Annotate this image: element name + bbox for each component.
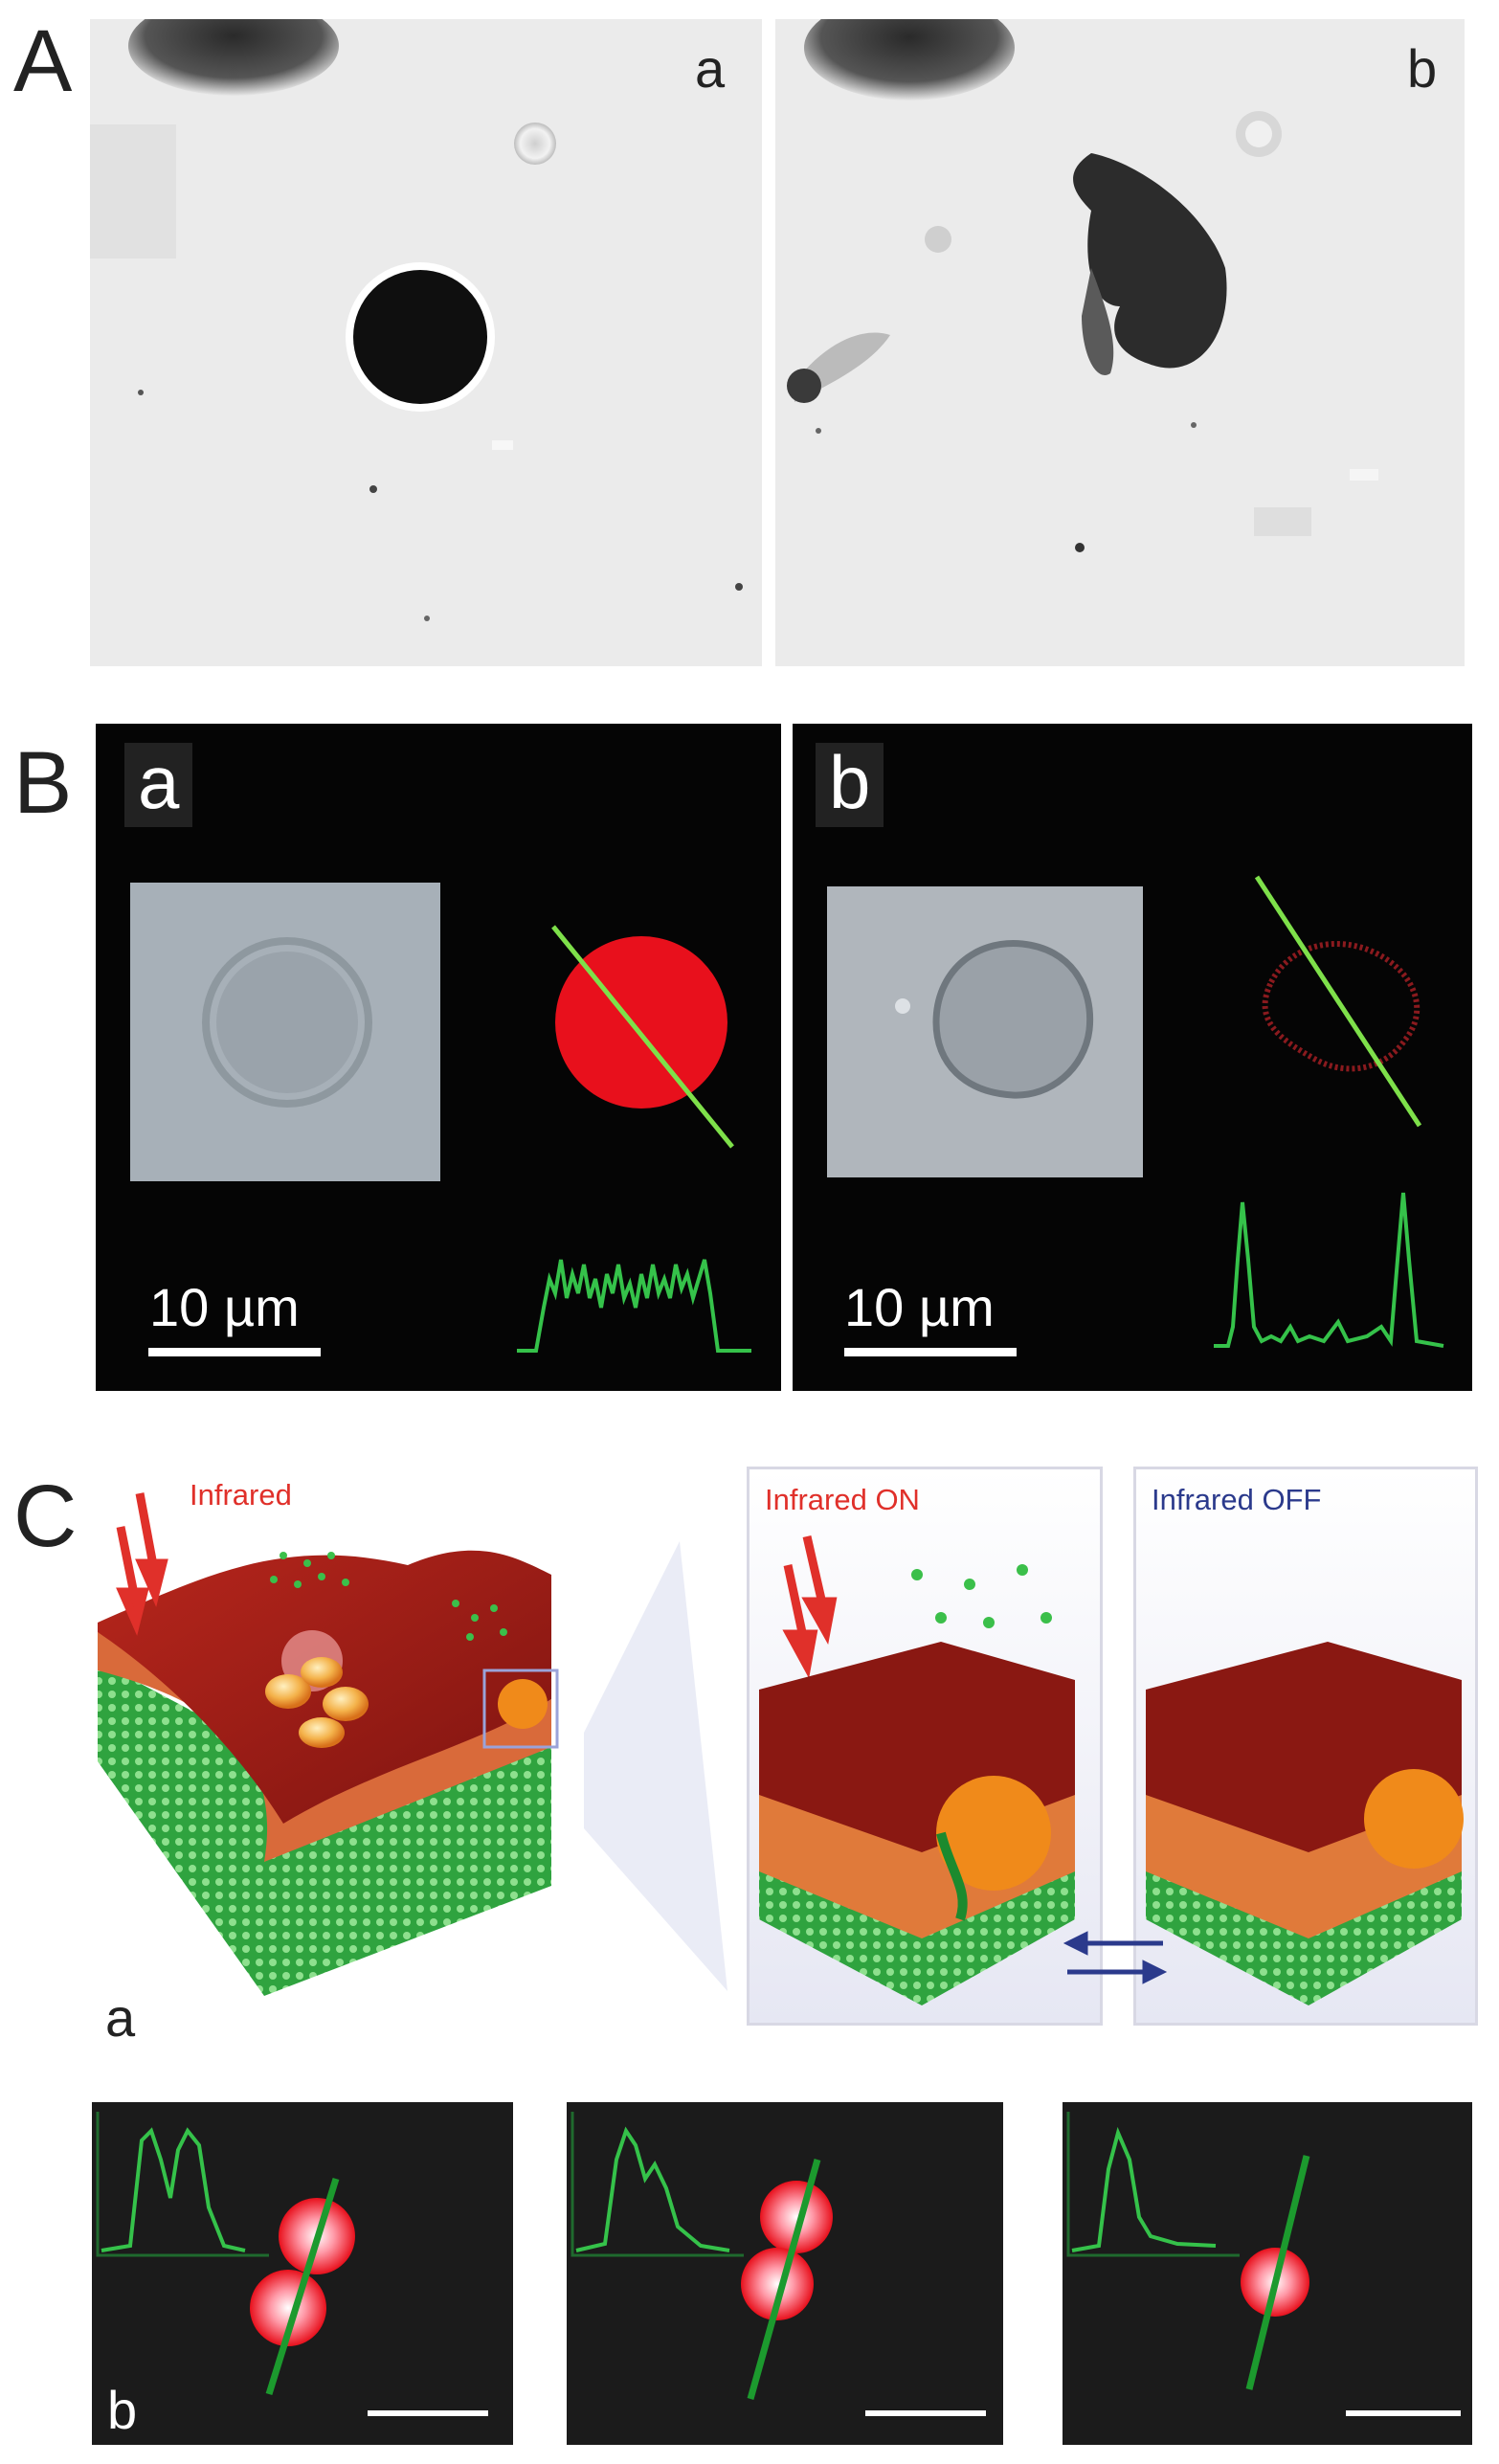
particle-image-1: b (92, 2102, 513, 2445)
infrared-label: Infrared (190, 1478, 292, 1512)
sub-label-a-a: a (695, 38, 726, 99)
micrograph-a-b (775, 0, 1465, 666)
sub-label-b-b: b (816, 743, 884, 827)
infrared-off-label: Infrared OFF (1152, 1483, 1322, 1516)
scale-label: 10 µm (844, 1277, 995, 1337)
panel-label-a: A (13, 12, 73, 110)
scale-bar (844, 1348, 1017, 1356)
sub-label-a-b: b (1407, 38, 1438, 99)
tissue-illustration (92, 1460, 724, 2015)
panel-label-c: C (13, 1467, 78, 1565)
particle-image-3 (1063, 2102, 1472, 2445)
sub-label-c-a: a (105, 1987, 136, 2048)
sub-label-c-b: b (107, 2380, 138, 2440)
panel-label-b: B (13, 734, 73, 832)
micrograph-a-a (90, 0, 762, 666)
particle-image-2 (567, 2102, 1003, 2445)
scale-bar (148, 1348, 321, 1356)
confocal-b-b: b 10 µm (793, 724, 1472, 1391)
scale-label: 10 µm (149, 1277, 300, 1337)
infrared-on-label: Infrared ON (765, 1483, 920, 1516)
infrared-off-box: Infrared OFF (1133, 1467, 1478, 2026)
reversible-arrows (1063, 1931, 1168, 1984)
confocal-b-a: a 10 µm (96, 724, 781, 1391)
sub-label-b-a: a (124, 743, 193, 827)
infrared-on-box: Infrared ON (747, 1467, 1103, 2026)
zoom-connector (584, 1541, 727, 1991)
